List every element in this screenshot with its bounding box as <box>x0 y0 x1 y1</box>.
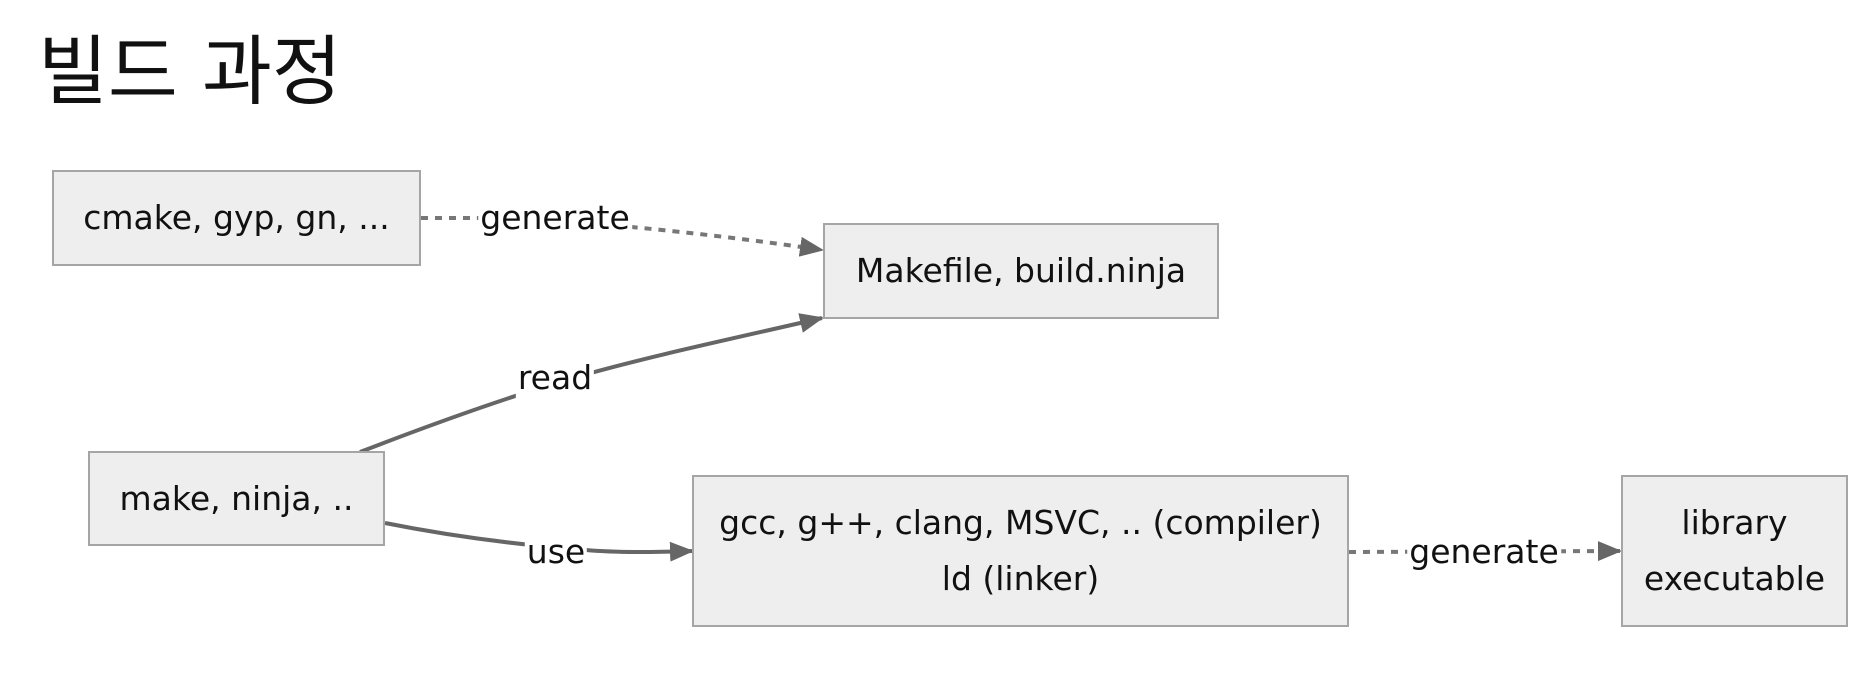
build-files-node: Makefile, build.ninja <box>823 223 1219 319</box>
outputs-node: library executable <box>1621 475 1848 627</box>
generators-node: cmake, gyp, gn, ... <box>52 170 421 266</box>
edge-label-generate-build-files: generate <box>478 198 632 238</box>
toolchain-node: gcc, g++, clang, MSVC, .. (compiler) ld … <box>692 475 1349 627</box>
toolchain-linker-label: ld (linker) <box>941 559 1100 598</box>
outputs-library-label: library <box>1681 503 1788 542</box>
build-tools-label: make, ninja, .. <box>119 478 354 518</box>
edge-generate-outputs <box>1348 541 1622 562</box>
outputs-executable-label: executable <box>1643 559 1826 598</box>
page-title: 빌드 과정 <box>38 27 342 116</box>
build-tools-node: make, ninja, .. <box>88 451 385 546</box>
build-files-label: Makefile, build.ninja <box>855 251 1187 290</box>
toolchain-compiler-label: gcc, g++, clang, MSVC, .. (compiler) <box>719 503 1322 542</box>
generators-label: cmake, gyp, gn, ... <box>83 198 390 237</box>
edge-label-read: read <box>515 358 595 398</box>
edge-label-generate-outputs: generate <box>1407 532 1561 572</box>
edge-label-use: use <box>524 532 588 572</box>
